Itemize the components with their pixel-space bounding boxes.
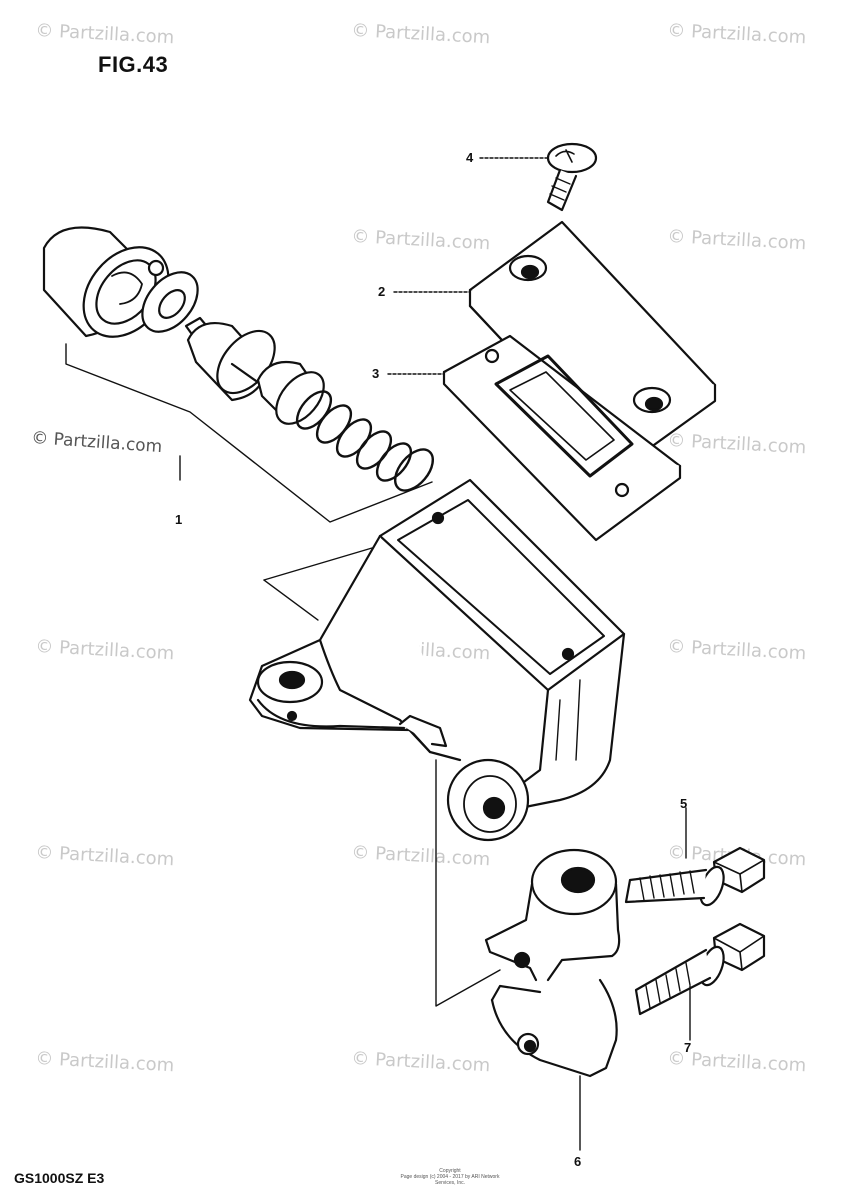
callout-7: 7	[684, 1040, 692, 1055]
copyright-notice: Copyright Page design (c) 2004 - 2017 by…	[400, 1168, 500, 1186]
part-4-screw[interactable]	[546, 142, 598, 212]
callout-1: 1	[175, 512, 183, 527]
master-cylinder-body[interactable]	[248, 478, 626, 842]
callout-2: 2	[378, 284, 386, 299]
callout-4: 4	[466, 150, 474, 165]
callout-6: 6	[574, 1154, 582, 1169]
part-2-reservoir-cap[interactable]	[468, 220, 717, 470]
callout-5: 5	[680, 796, 688, 811]
leader-lines	[65, 157, 691, 1151]
figure-title: FIG.43	[98, 52, 169, 77]
model-code: GS1000SZ E3	[14, 1170, 105, 1186]
part-5-bolt-upper[interactable]	[624, 846, 766, 908]
part-6-clamp[interactable]	[484, 848, 621, 1078]
part-1-piston-assembly[interactable]	[42, 226, 440, 498]
part-3-diaphragm[interactable]	[442, 334, 682, 542]
callout-3: 3	[372, 366, 380, 381]
part-7-bolt-lower[interactable]	[634, 922, 766, 1016]
